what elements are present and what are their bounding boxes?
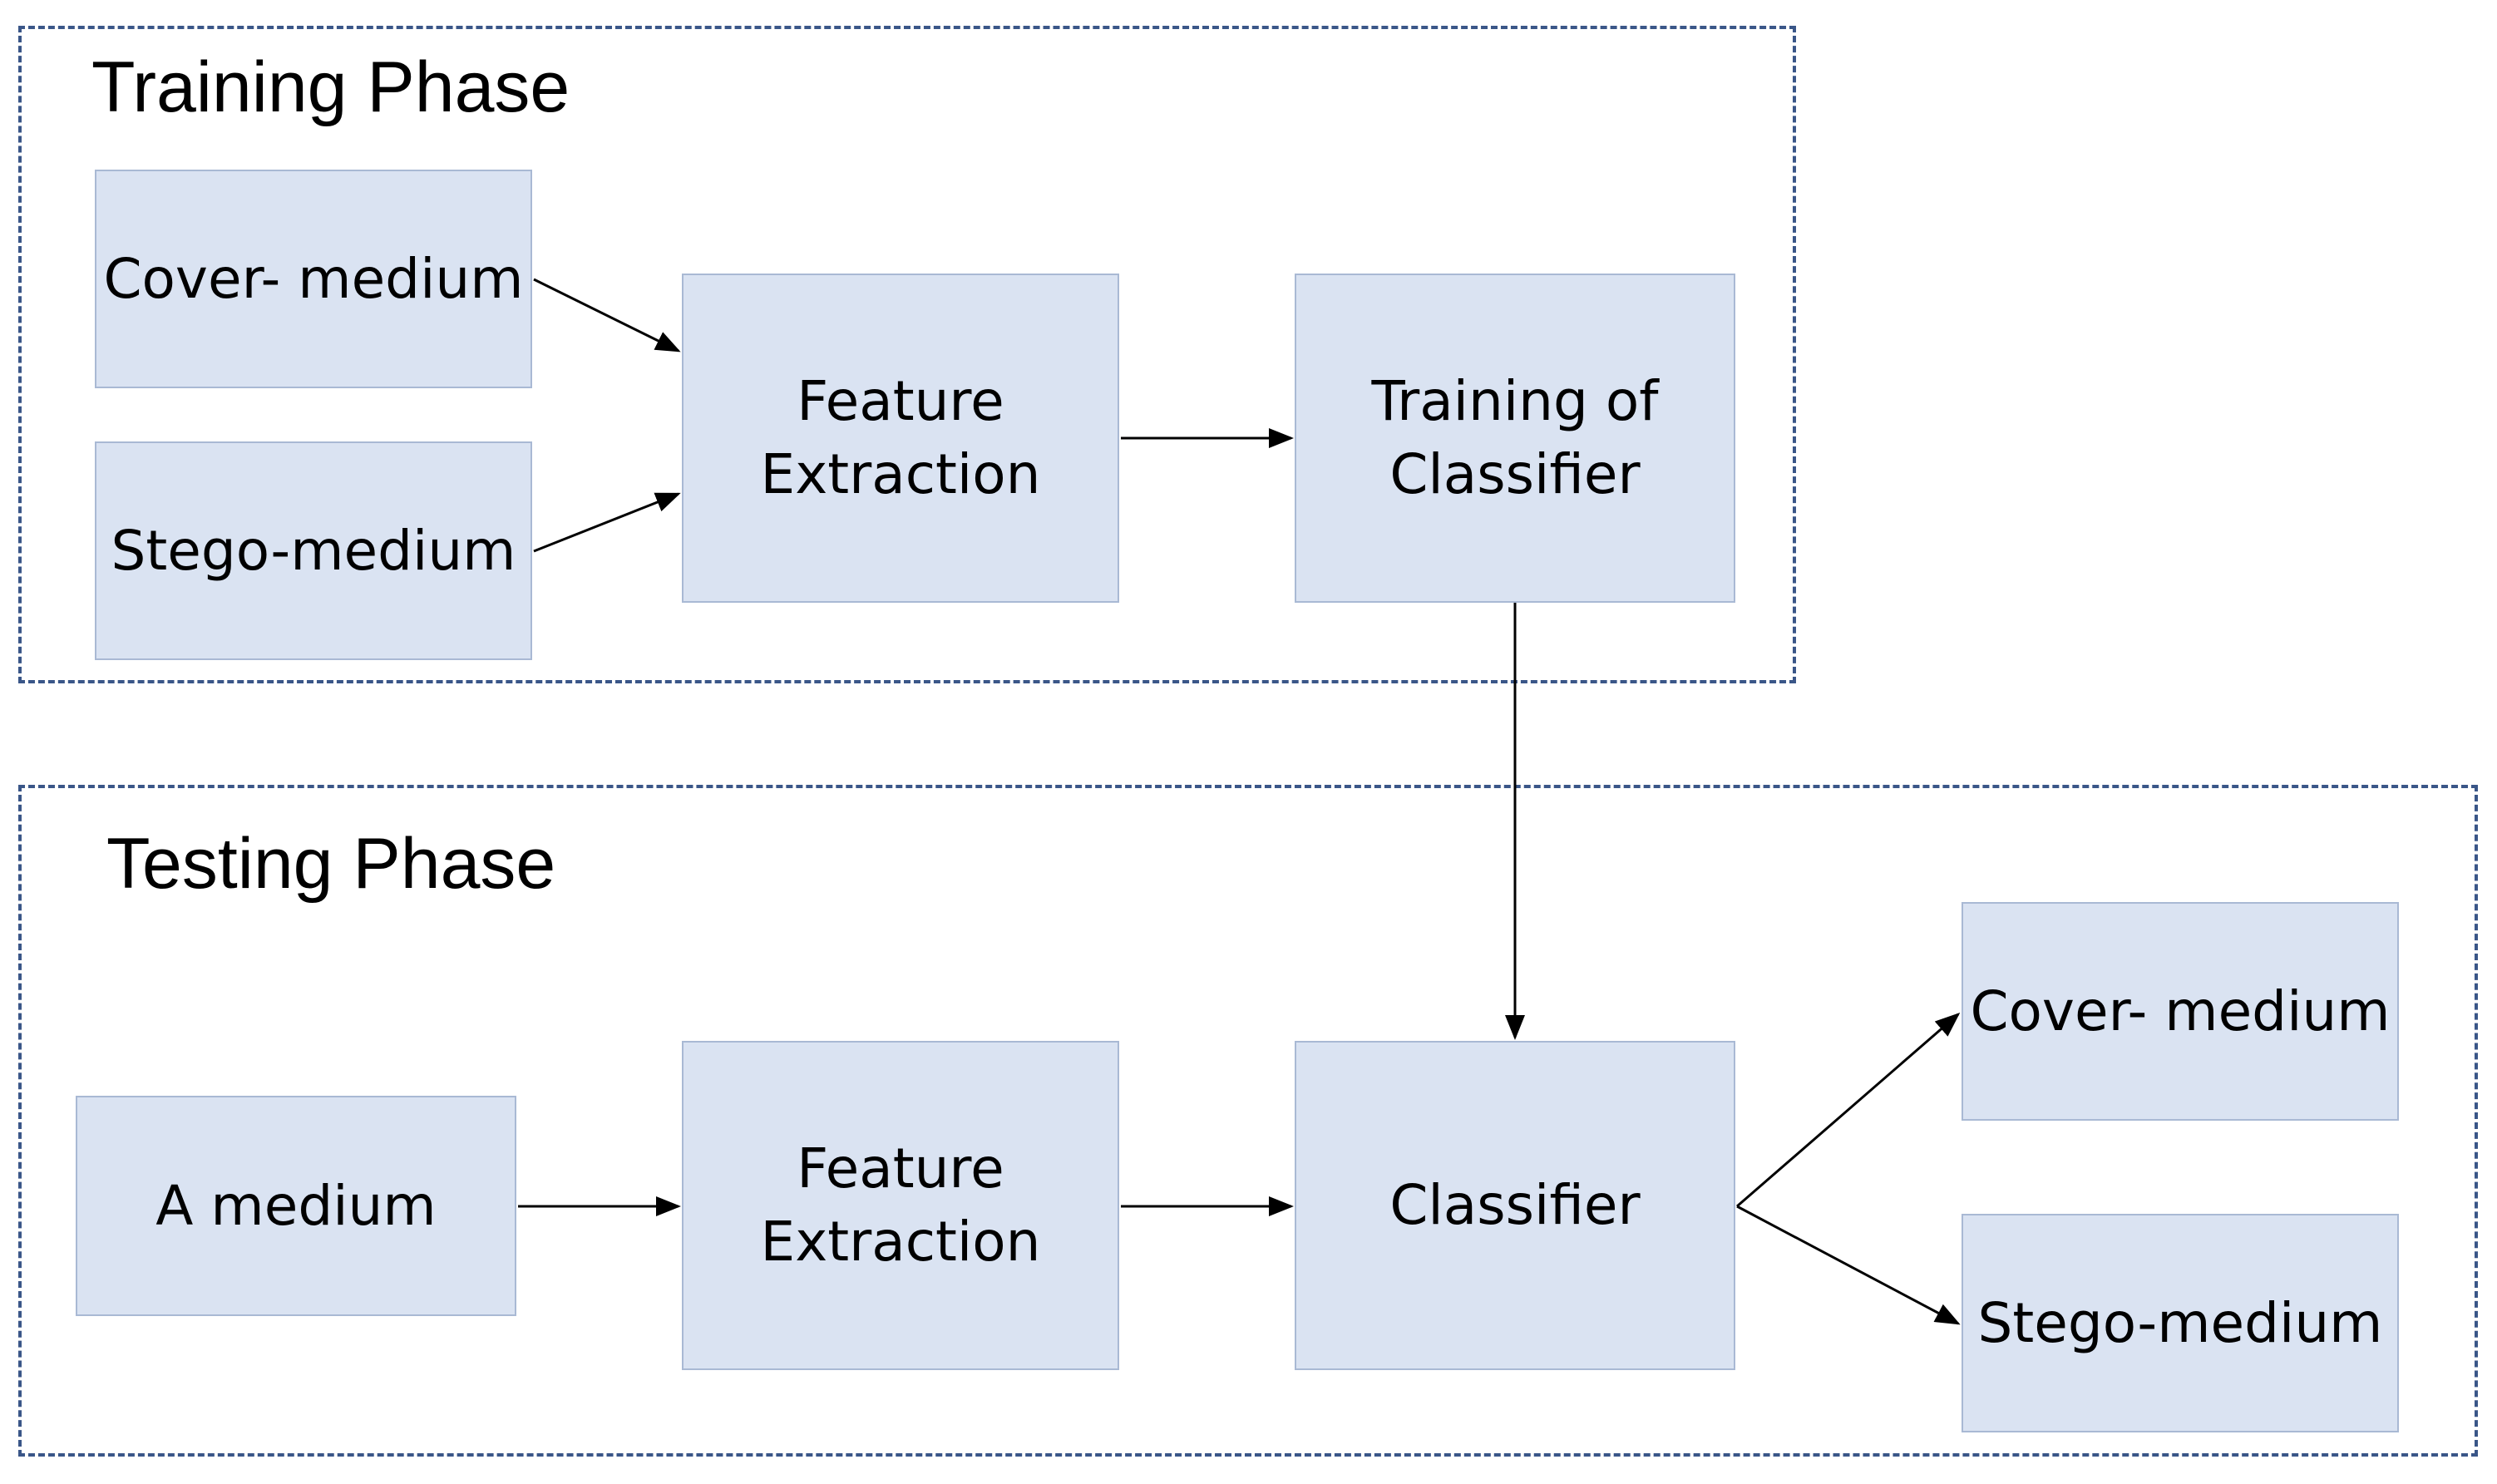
training-of-classifier-box: Training of Classifier	[1295, 274, 1735, 603]
arrow-classifier-to-cover	[1736, 1013, 1961, 1208]
testing-phase-title: Testing Phase	[106, 824, 556, 904]
testing-a-medium-box: A medium	[76, 1096, 516, 1316]
arrow-stego-to-feature	[533, 492, 681, 553]
testing-classifier-box: Classifier	[1295, 1041, 1735, 1370]
testing-cover-medium-box: Cover- medium	[1962, 902, 2399, 1121]
testing-stego-medium-box: Stego-medium	[1962, 1214, 2399, 1432]
arrow-classifier-to-stego	[1736, 1205, 1961, 1325]
training-phase-title: Training Phase	[91, 47, 570, 127]
training-phase-container	[18, 26, 1796, 683]
training-cover-medium-box: Cover- medium	[95, 170, 532, 388]
testing-feature-extraction-box: Feature Extraction	[682, 1041, 1119, 1370]
training-stego-medium-box: Stego-medium	[95, 441, 532, 660]
testing-phase-container	[18, 785, 2478, 1457]
training-feature-extraction-box: Feature Extraction	[682, 274, 1119, 603]
arrow-cover-to-feature	[533, 278, 681, 353]
